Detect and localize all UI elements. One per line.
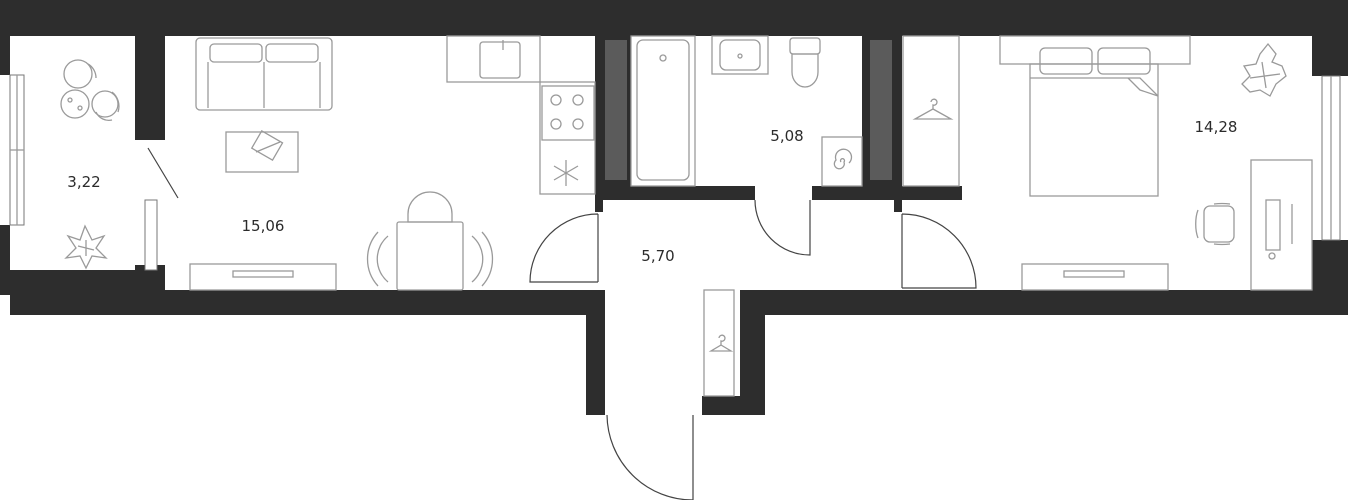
walls xyxy=(0,0,1348,415)
bedroom-dresser xyxy=(1021,263,1169,291)
balcony-door xyxy=(147,147,179,199)
hall-wardrobe-top xyxy=(902,35,960,187)
kitchen-counter xyxy=(539,81,596,195)
room-area-bathroom: 5,08 xyxy=(770,127,803,145)
wall-hall-stub-left xyxy=(595,200,603,212)
wall-left-bottom xyxy=(0,225,10,295)
windows xyxy=(9,74,1341,271)
double-bed-icon xyxy=(999,35,1191,197)
wall-bottom-living xyxy=(10,290,605,315)
living-tv-stand xyxy=(189,263,337,291)
desk-icon xyxy=(1250,159,1313,291)
office-chair-icon xyxy=(1195,202,1235,246)
stove-icon xyxy=(541,85,595,141)
hall-wardrobe-bottom xyxy=(703,289,735,397)
room-area-balcony: 3,22 xyxy=(67,173,100,191)
wall-left-top xyxy=(0,0,10,75)
shaft-right xyxy=(870,40,892,180)
bath-sink-icon xyxy=(711,35,769,75)
wall-bottom-bedroom xyxy=(740,290,1348,315)
washing-machine-icon xyxy=(821,136,863,187)
sofa-icon xyxy=(195,37,333,111)
plant-icon xyxy=(64,224,108,270)
wall-corridor-left xyxy=(586,290,605,415)
bathroom-door xyxy=(754,199,811,256)
wall-right-top xyxy=(1312,0,1348,76)
wall-top xyxy=(0,0,1348,36)
wall-bath-bottom xyxy=(595,186,755,200)
wall-corridor-right-foot xyxy=(702,396,765,415)
wall-balcony-partition-top xyxy=(135,36,165,140)
bedroom-plant-icon xyxy=(1241,42,1287,97)
bedroom-door xyxy=(901,213,977,289)
room-area-hall: 5,70 xyxy=(641,247,674,265)
wall-corridor-right xyxy=(740,290,765,415)
balcony-door-frame xyxy=(144,199,158,271)
entrance-door xyxy=(606,414,694,500)
bathtub-icon xyxy=(630,35,696,187)
wall-hall-stub-right xyxy=(894,200,902,212)
dining-table-icon xyxy=(366,191,494,291)
doors xyxy=(147,147,977,500)
room-area-bedroom: 14,28 xyxy=(1195,118,1238,136)
fridge-icon xyxy=(553,160,579,186)
coffee-table-icon xyxy=(225,129,299,173)
room-area-living: 15,06 xyxy=(242,217,285,235)
living-door xyxy=(529,213,599,283)
shaft-left xyxy=(605,40,627,180)
sink-icon xyxy=(446,35,541,83)
hanger-icon xyxy=(912,98,954,120)
balcony-chairs-icon xyxy=(60,59,120,122)
toilet-icon xyxy=(789,37,821,88)
